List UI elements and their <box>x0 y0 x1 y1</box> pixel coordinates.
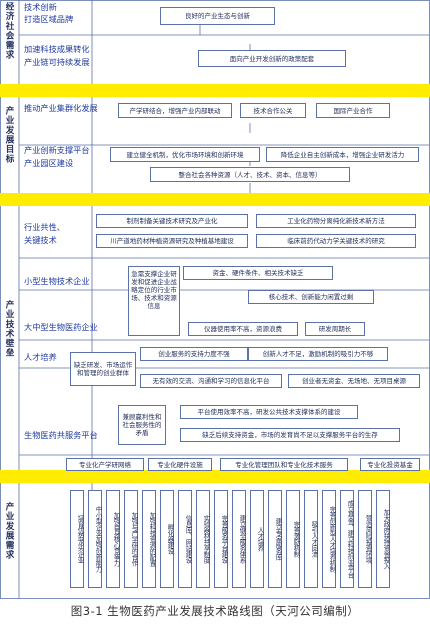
need-14: 完善创新型人才培养机制 <box>322 490 336 588</box>
row-label-r6: 小型生物技术企业 <box>24 276 90 286</box>
need-5: 孵化器建设 <box>160 490 174 588</box>
box-intl: 国际产业合作 <box>316 103 390 118</box>
row-label-r5b: 关键技术 <box>24 235 57 245</box>
row-label-r3: 推动产业集群化发展 <box>24 103 98 113</box>
box-fund: 资金、硬件条件、相关技术缺乏 <box>183 266 333 280</box>
box-platform-low: 平台使用效率不高，研发公共技术支撑体系的建设 <box>180 405 358 419</box>
row-label-r4b: 产业园区建设 <box>24 158 74 168</box>
row-label-r5a: 行业共性、 <box>24 222 65 232</box>
section-econ: 经济社会需求 <box>4 2 14 60</box>
row-label-r7: 大中型生物医药企业 <box>24 322 98 332</box>
need-2: 加强自身核心竞争力 <box>106 490 120 588</box>
box-service: 创业服务的支持力度不强 <box>140 347 248 361</box>
row-label-r8: 人才培养 <box>24 352 57 362</box>
need-15: 成立基金，建立科技创业平台 <box>340 490 354 588</box>
box-strategy: 急需支撑企业研发和促进企业战略定位的行业市场、技术和资源信息 <box>128 266 180 336</box>
box-chuan: 川产道地药材种植资源研究及种植基地建设 <box>96 234 248 248</box>
row-label-r4a: 产业创新支撑平台 <box>24 145 90 155</box>
box-clinic: 临床前药代动力学关键技术的研究 <box>256 234 416 248</box>
box-lack: 缺乏研发、市场运作和管理的创业群体 <box>70 352 136 386</box>
row-label-r1b: 打造区域品牌 <box>24 14 74 24</box>
row-label-r1a: 技术创新 <box>24 2 57 12</box>
box-funds: 专业化投资基金 <box>360 458 420 471</box>
box-engin: 工业化药物分离纯化新技术新方法 <box>256 214 416 228</box>
box-net: 专业化产学研网络 <box>66 458 144 471</box>
need-12: 完善激励机制 <box>286 490 300 588</box>
band-econ-goal <box>0 84 430 97</box>
row-label-r2b: 产业链可持续发展 <box>24 57 90 67</box>
box-drug: 制剂制备关键技术研究及产业化 <box>96 214 248 228</box>
need-4: 加强科技资源的配置 <box>142 490 156 588</box>
need-9: 建立健全服务体系 <box>232 490 246 588</box>
need-0: 培育优势龙头企业 <box>70 490 84 588</box>
box-platform-lack: 缺乏后续支持资金，市场的发育尚不足以支撑服务平台的生存 <box>180 428 400 442</box>
need-13: 吸引人才回流 <box>304 490 318 588</box>
box-integrate: 整合社会各种资源（人才、技术、资本、信息等） <box>150 167 350 182</box>
box-reduce: 降低企业自主创新成本，增强企业研发活力 <box>266 147 419 162</box>
need-1: 中小型企业加强创新能力 <box>88 490 102 588</box>
box-mech: 建立健全机制，优化市场环境和创新环境 <box>110 147 260 162</box>
box-eco: 良好的产业生态与创新 <box>160 7 275 25</box>
box-dual: 兼顾赢利性和社会服务性的矛盾 <box>118 405 166 445</box>
box-exchange: 无有效的交流、沟通和学习的信息化平台 <box>140 374 282 388</box>
row-label-r9: 生物医药共服务平台 <box>24 430 98 440</box>
row-label-r2a: 加速科技成果转化 <box>24 44 90 54</box>
box-talent: 创新人才不足，激励机制的吸引力不够 <box>248 347 388 361</box>
box-cycle: 研发周期长 <box>305 322 365 336</box>
need-7: 实验器材共享制度 <box>196 490 210 588</box>
box-policy: 面向产业开发创新的政策配套 <box>198 50 346 67</box>
need-16: 营造风险投资环境 <box>358 490 372 588</box>
need-8: 完善服务平台建设 <box>214 490 228 588</box>
need-11: 建立专家服务库 <box>268 490 282 588</box>
box-tech-coop: 技术合作公关 <box>240 103 306 118</box>
section-goals: 产业发展目标 <box>4 106 14 164</box>
need-17: 加大政府扶持资金投入 <box>376 490 390 588</box>
box-team: 专业化管理团队和专业化技术服务 <box>220 458 348 471</box>
need-6: 信息库、网站建设 <box>178 490 192 588</box>
figure-caption: 图3-1 生物医药产业发展技术路线图（天河公司编制） <box>70 604 360 618</box>
section-needs: 产业发展需求 <box>4 502 14 560</box>
band-tech-need <box>0 470 430 483</box>
need-10: 人才培养 <box>250 490 264 588</box>
need-3: 加强与产学研的合作 <box>124 490 138 588</box>
box-equip: 仪器使用率不高，资源浪费 <box>188 322 298 336</box>
box-xuyan: 产学研结合，增强产业内部联动 <box>118 103 232 118</box>
section-tech: 产业技术壁垒 <box>4 300 14 358</box>
band-goal-tech <box>0 193 430 206</box>
box-core: 核心技术、创新能力闲置过剩 <box>248 290 374 304</box>
box-hw: 专业化硬件设施 <box>148 458 212 471</box>
box-capital: 创业者无资金、无场地、无项目桌源 <box>288 374 420 388</box>
